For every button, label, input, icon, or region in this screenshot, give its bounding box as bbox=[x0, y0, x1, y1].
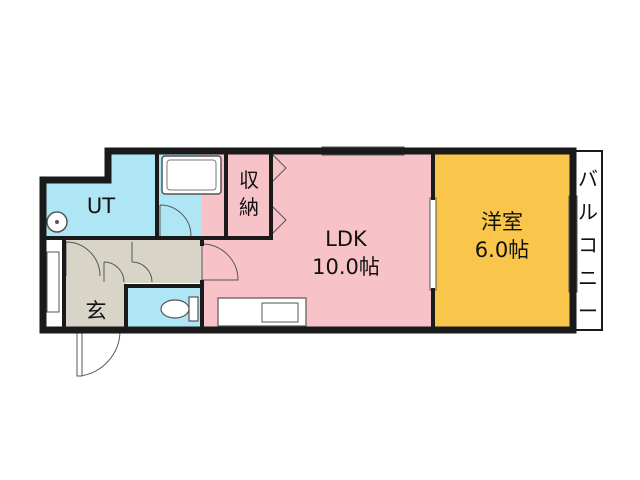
western-room bbox=[433, 151, 573, 330]
balcony-char-4: ニ bbox=[578, 266, 598, 290]
bath-door-swing bbox=[159, 204, 192, 237]
shoe-cabinet-inner bbox=[46, 251, 60, 313]
balcony-char-1: バ bbox=[578, 167, 598, 191]
western-room-size-label: 6.0帖 bbox=[475, 238, 529, 262]
storage-label-2: 納 bbox=[239, 195, 259, 219]
front-door-leaf bbox=[76, 329, 83, 377]
ut-room bbox=[43, 151, 157, 238]
storage-door bbox=[271, 153, 287, 183]
front-door-swing bbox=[79, 330, 121, 377]
ldk-size-label: 10.0帖 bbox=[312, 255, 380, 279]
kitchen-sink bbox=[261, 302, 299, 323]
toilet-tank bbox=[188, 296, 199, 322]
western-room-label: 洋室 bbox=[481, 210, 523, 234]
storage-door-2 bbox=[271, 205, 287, 235]
partition-opening bbox=[429, 197, 437, 291]
hall-door-swing bbox=[103, 261, 125, 283]
hall-door-swing-2 bbox=[131, 242, 153, 283]
ldk-door-swing bbox=[201, 243, 239, 281]
ldk-label: LDK bbox=[325, 227, 368, 251]
bathtub bbox=[161, 155, 222, 195]
interior-walls bbox=[41, 149, 435, 332]
toilet-bowl bbox=[160, 299, 190, 319]
balcony bbox=[573, 151, 602, 330]
entrance-area bbox=[64, 283, 126, 330]
hall-area bbox=[64, 238, 202, 283]
storage-label-1: 収 bbox=[239, 168, 259, 192]
balcony-char-3: コ bbox=[578, 233, 598, 257]
ut-label: UT bbox=[87, 194, 115, 218]
washbasin-drain bbox=[55, 220, 59, 224]
balcony-rail bbox=[572, 150, 603, 331]
balcony-char-2: ル bbox=[578, 200, 598, 224]
ldk-room-upper bbox=[271, 151, 433, 238]
balcony-char-5: ー bbox=[578, 299, 598, 323]
entrance-label: 玄 bbox=[86, 299, 107, 323]
bathtub-inner bbox=[166, 159, 217, 191]
